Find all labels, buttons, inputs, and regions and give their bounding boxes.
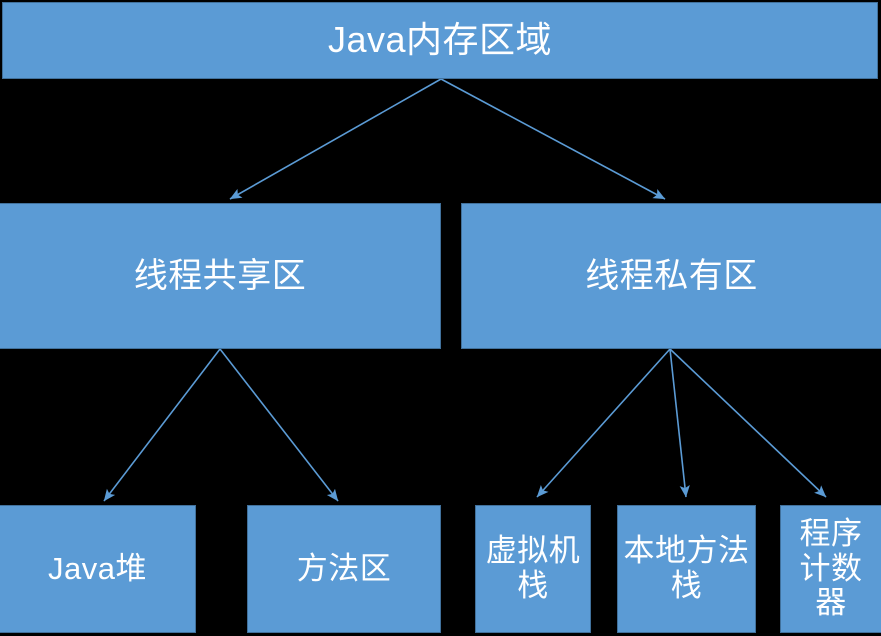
node-label: 线程私有区 xyxy=(585,256,758,295)
node-label: 虚拟机栈 xyxy=(485,533,581,603)
edge-root-to-shared xyxy=(229,78,442,200)
node-label: Java堆 xyxy=(48,550,147,586)
node-vm-stack[interactable]: 虚拟机栈 xyxy=(475,505,591,633)
edge-root-to-private xyxy=(440,78,666,200)
edge-shared-to-method xyxy=(219,348,339,502)
node-label: 程序计数器 xyxy=(799,515,863,621)
node-java-heap[interactable]: Java堆 xyxy=(0,505,196,633)
edge-shared-to-heap xyxy=(103,348,221,502)
node-java-memory-area[interactable]: Java内存区域 xyxy=(2,2,878,79)
node-native-method-stack[interactable]: 本地方法栈 xyxy=(617,505,756,633)
edge-private-to-pcreg xyxy=(669,348,827,498)
node-label: Java内存区域 xyxy=(327,19,553,61)
node-thread-private-area[interactable]: 线程私有区 xyxy=(461,203,881,349)
node-label: 线程共享区 xyxy=(133,256,307,295)
node-label: 本地方法栈 xyxy=(623,533,750,603)
edge-private-to-vmstack xyxy=(536,348,671,498)
node-method-area[interactable]: 方法区 xyxy=(247,505,441,633)
node-program-counter-register[interactable]: 程序计数器 xyxy=(780,505,881,633)
edge-private-to-nativestk xyxy=(669,348,690,498)
node-label: 方法区 xyxy=(296,550,392,586)
node-thread-shared-area[interactable]: 线程共享区 xyxy=(0,203,441,349)
